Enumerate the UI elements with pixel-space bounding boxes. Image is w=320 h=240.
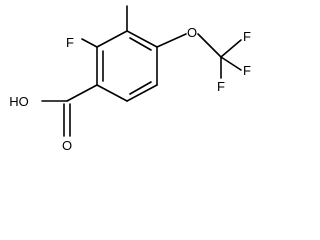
cf-bond-right [220,56,242,71]
bond-ring-c6-c1 [96,84,128,102]
double-bond-inner-c5-c6 [129,81,152,95]
ether-bond-o-c [197,33,222,58]
cf3-fluorine-right-label: F [243,63,251,78]
carboxyl-bond [66,84,98,102]
ether-bond-ring-o [156,33,187,48]
bond-ring-c3-c4 [126,30,158,48]
structure-drawing: F HO O O F F F [9,5,251,153]
double-bond-inner-c3-c4 [129,37,152,51]
carbonyl-oxygen-label: O [62,138,72,153]
ether-oxygen-label: O [187,25,197,40]
cf3-fluorine-top-label: F [243,29,251,44]
bond-ring-c2-c3 [96,30,128,48]
hydroxyl-label: HO [9,94,29,109]
fluoro-label: F [66,35,74,50]
benzene-ring [96,30,158,102]
cf-bond-top [220,39,242,58]
fluoro-bond [81,38,98,48]
cf3-fluorine-bottom-label: F [217,79,225,94]
bond-ring-c5-c6 [126,84,158,102]
